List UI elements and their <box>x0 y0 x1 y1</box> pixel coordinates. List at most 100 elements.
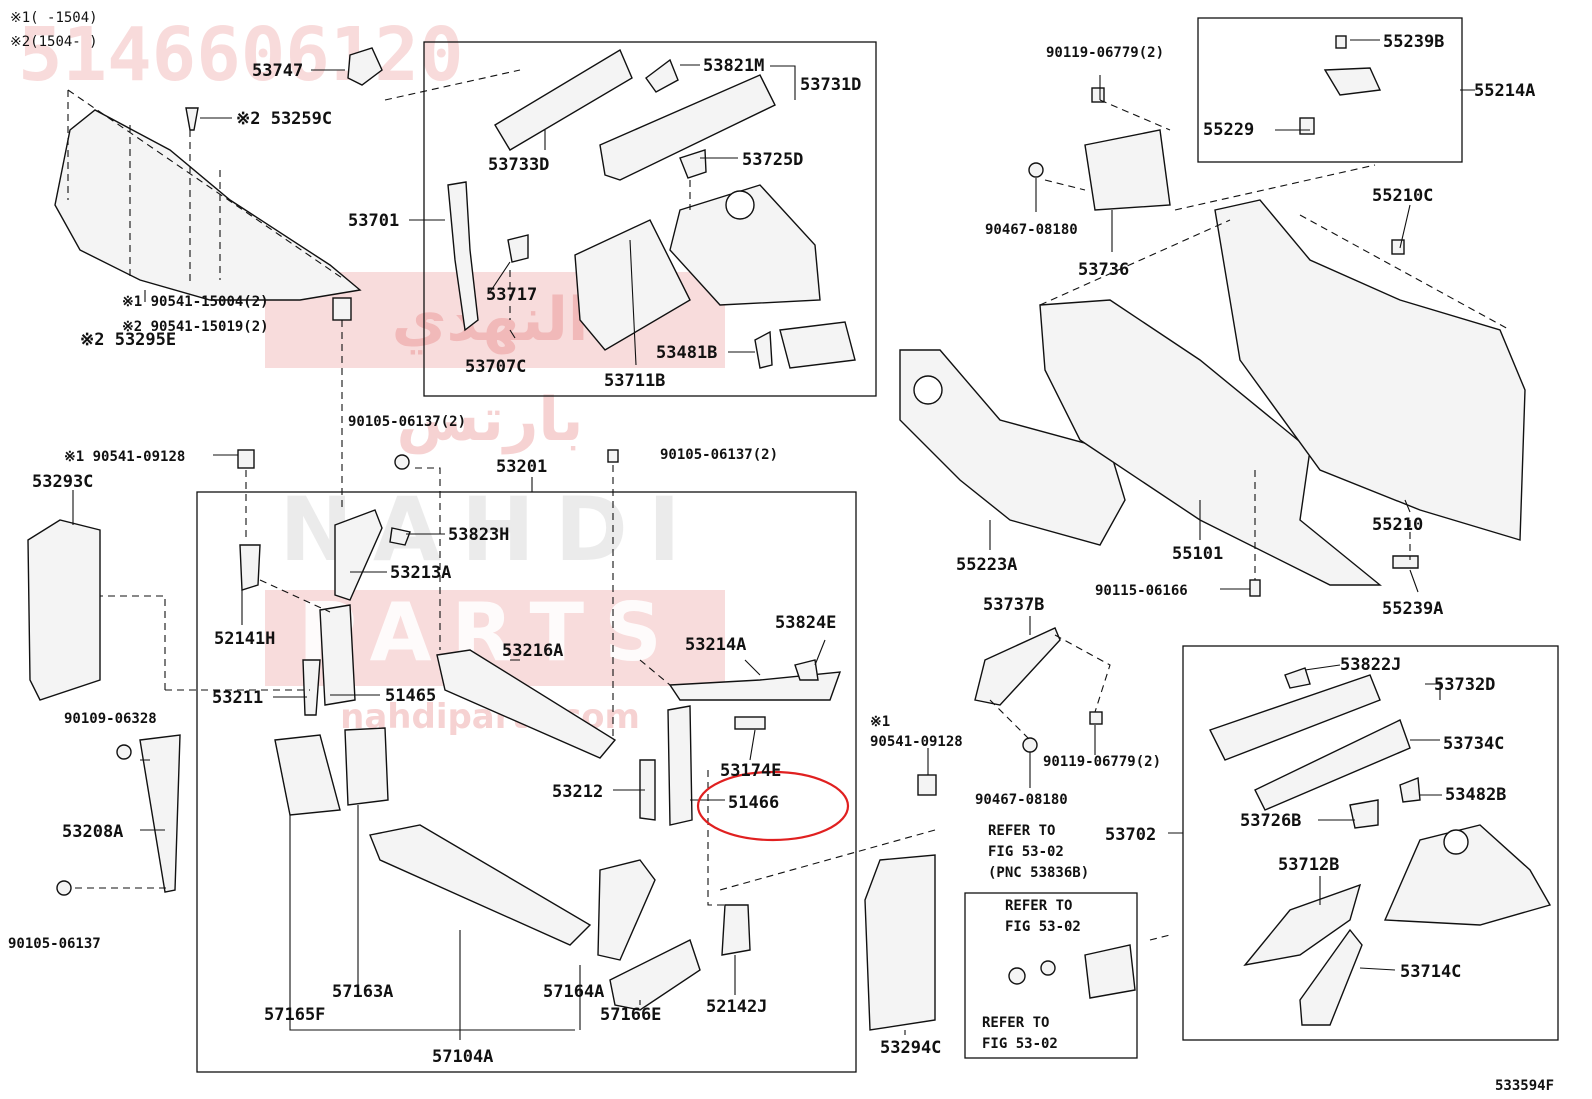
label-55239a[interactable]: 55239A <box>1382 599 1443 619</box>
label-53821m[interactable]: 53821M <box>703 56 764 76</box>
label-53711b[interactable]: 53711B <box>604 371 665 391</box>
label-90467-08180-b[interactable]: 90467-08180 <box>975 792 1068 808</box>
label-51466[interactable]: 51466 <box>728 793 779 813</box>
label-51465[interactable]: 51465 <box>385 686 436 706</box>
label-90109-06328[interactable]: 90109-06328 <box>64 711 157 727</box>
part-53293c <box>27 519 101 701</box>
part-labels: 53747 ※2 53259C ※2 53295E 53821M 53731D … <box>8 32 1554 1094</box>
label-53733d[interactable]: 53733D <box>488 155 549 175</box>
label-55229[interactable]: 55229 <box>1203 120 1254 140</box>
label-53208a[interactable]: 53208A <box>62 822 123 842</box>
refer-1-line1[interactable]: REFER TO <box>988 823 1055 839</box>
part-53711b-tower <box>669 184 821 306</box>
label-52141h[interactable]: 52141H <box>214 629 275 649</box>
part-53214a <box>668 671 842 701</box>
tower-hole <box>725 190 755 220</box>
label-90541-09128-b[interactable]: 90541-09128 <box>870 734 963 750</box>
part-53737b <box>974 627 1061 706</box>
label-53213a[interactable]: 53213A <box>390 563 451 583</box>
refer-2-line1[interactable]: REFER TO <box>1005 898 1072 914</box>
label-90105-06137-c[interactable]: 90105-06137 <box>8 936 101 952</box>
label-53211[interactable]: 53211 <box>212 688 263 708</box>
part-52141h <box>239 544 261 591</box>
label-55210[interactable]: 55210 <box>1372 515 1423 535</box>
label-53294c[interactable]: 53294C <box>880 1038 941 1058</box>
label-53212[interactable]: 53212 <box>552 782 603 802</box>
label-55101[interactable]: 55101 <box>1172 544 1223 564</box>
label-53481b[interactable]: 53481B <box>656 343 717 363</box>
label-53822j[interactable]: 53822J <box>1340 655 1401 675</box>
part-57104a <box>369 824 592 946</box>
part-55101 <box>1039 299 1382 586</box>
part-51465 <box>319 604 356 706</box>
label-90541-15019[interactable]: ※2 90541-15019(2) <box>122 319 269 335</box>
label-53295e[interactable]: ※2 53295E <box>80 330 176 350</box>
label-90105-06137-b[interactable]: 90105-06137(2) <box>660 447 778 463</box>
label-90119-06779-a[interactable]: 90119-06779(2) <box>1046 45 1164 61</box>
label-53823h[interactable]: 53823H <box>448 525 509 545</box>
label-53736[interactable]: 53736 <box>1078 260 1129 280</box>
part-53294c <box>864 854 936 1031</box>
part-53707c <box>447 181 479 332</box>
label-55210c[interactable]: 55210C <box>1372 186 1433 206</box>
watermark: 5146606120 النهدي بارتس NAHDI PARTS nahd… <box>18 12 725 737</box>
part-53824e <box>794 659 819 681</box>
label-53174e[interactable]: 53174E <box>720 761 781 781</box>
label-53714c[interactable]: 53714C <box>1400 962 1461 982</box>
label-53734c[interactable]: 53734C <box>1443 734 1504 754</box>
label-53732d[interactable]: 53732D <box>1434 675 1495 695</box>
refer-1-line2[interactable]: FIG 53-02 <box>988 844 1064 860</box>
label-53747[interactable]: 53747 <box>252 61 303 81</box>
part-53732d <box>1209 674 1381 761</box>
label-53712b[interactable]: 53712B <box>1278 855 1339 875</box>
dash-53293c <box>100 595 166 690</box>
label-90115-06166[interactable]: 90115-06166 <box>1095 583 1188 599</box>
label-55223a[interactable]: 55223A <box>956 555 1017 575</box>
label-53214a[interactable]: 53214A <box>685 635 746 655</box>
label-53216a[interactable]: 53216A <box>502 641 563 661</box>
refer-3-line2[interactable]: FIG 53-02 <box>982 1036 1058 1052</box>
part-55210 <box>1214 199 1526 541</box>
label-90541-15004[interactable]: ※1 90541-15004(2) <box>122 294 269 310</box>
label-90541-09128-b-mark[interactable]: ※1 <box>870 714 890 730</box>
label-53717[interactable]: 53717 <box>486 285 537 305</box>
label-57166e[interactable]: 57166E <box>600 1005 661 1025</box>
label-53482b[interactable]: 53482B <box>1445 785 1506 805</box>
dashed-lines <box>67 69 1511 941</box>
label-53201[interactable]: 53201 <box>496 457 547 477</box>
label-53707c[interactable]: 53707C <box>465 357 526 377</box>
label-53824e[interactable]: 53824E <box>775 613 836 633</box>
label-57104a[interactable]: 57104A <box>432 1047 493 1067</box>
label-90541-09128-a[interactable]: ※1 90541-09128 <box>64 449 185 465</box>
part-53731d <box>599 74 776 181</box>
part-57163a <box>344 727 389 806</box>
part-53212 <box>639 759 656 821</box>
part-52142j <box>721 904 751 956</box>
label-53726b[interactable]: 53726B <box>1240 811 1301 831</box>
label-57164a[interactable]: 57164A <box>543 982 604 1002</box>
label-53701[interactable]: 53701 <box>348 211 399 231</box>
label-53702[interactable]: 53702 <box>1105 825 1156 845</box>
dash-cover-diag <box>67 89 346 281</box>
refer-1-line3[interactable]: (PNC 53836B) <box>988 865 1089 881</box>
part-57164a <box>597 859 656 961</box>
part-53295e <box>54 109 362 301</box>
label-53737b[interactable]: 53737B <box>983 595 1044 615</box>
label-57165f[interactable]: 57165F <box>264 1005 325 1025</box>
label-90119-06779-b[interactable]: 90119-06779(2) <box>1043 754 1161 770</box>
label-55214a[interactable]: 55214A <box>1474 81 1535 101</box>
label-53259c[interactable]: ※2 53259C <box>236 109 332 129</box>
label-90467-08180-a[interactable]: 90467-08180 <box>985 222 1078 238</box>
refer-3-line1[interactable]: REFER TO <box>982 1015 1049 1031</box>
label-57163a[interactable]: 57163A <box>332 982 393 1002</box>
label-55239b[interactable]: 55239B <box>1383 32 1444 52</box>
refer-2-line2[interactable]: FIG 53-02 <box>1005 919 1081 935</box>
label-53731d[interactable]: 53731D <box>800 75 861 95</box>
label-90105-06137-a[interactable]: 90105-06137(2) <box>348 414 466 430</box>
part-90541-09128-b <box>917 774 937 796</box>
label-52142j[interactable]: 52142J <box>706 997 767 1017</box>
label-53725d[interactable]: 53725D <box>742 150 803 170</box>
part-57166e <box>609 939 701 1011</box>
label-53293c[interactable]: 53293C <box>32 472 93 492</box>
